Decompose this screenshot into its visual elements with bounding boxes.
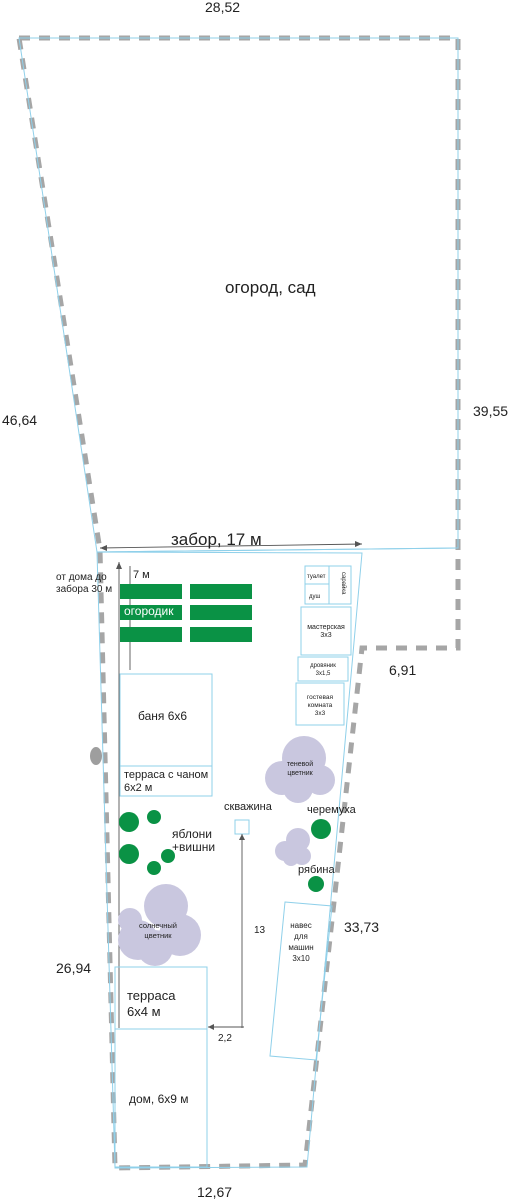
tree <box>147 810 161 824</box>
bath-house-label: баня 6х6 <box>138 709 187 723</box>
bed <box>120 584 182 599</box>
shower-label: душ <box>309 594 321 600</box>
workshop <box>300 606 352 656</box>
lower-plot-line <box>96 551 363 1169</box>
length-left-upper: 46,64 <box>2 412 37 428</box>
shade-flowerbed <box>265 736 335 803</box>
boundary-marker <box>90 747 102 765</box>
woodshed <box>297 656 349 682</box>
house <box>114 1028 208 1168</box>
tree <box>119 812 139 832</box>
bird-cherry-tree <box>311 819 331 839</box>
upper-zone-label: огород, сад <box>225 278 316 297</box>
sun-flowerbed <box>118 884 201 966</box>
house-dim-arrow-top <box>116 562 122 569</box>
fence-label: забор, 17 м <box>171 530 262 549</box>
fence-arrow-left <box>100 545 107 551</box>
tree <box>161 849 175 863</box>
well-arrow <box>239 834 245 840</box>
tree <box>147 861 161 875</box>
well <box>234 819 250 835</box>
apple-cherry-trees <box>119 810 175 875</box>
house-label: дом, 6х9 м <box>129 1092 189 1106</box>
well-distance-vertical: 13 <box>254 925 266 936</box>
apple-cherry-label: яблони+вишни <box>172 827 215 854</box>
fence-dimension-line <box>99 543 363 549</box>
bed <box>190 627 252 642</box>
small-flowerbed <box>275 828 311 866</box>
vegetable-beds <box>120 584 252 642</box>
beds-width-label: 7 м <box>133 569 150 581</box>
well-label: скважина <box>224 801 273 813</box>
shed-label: сарайка <box>340 572 347 595</box>
bed <box>120 605 182 620</box>
fence-arrow-right <box>355 541 362 547</box>
carport <box>269 901 333 1061</box>
well-distance-horizontal: 2,2 <box>218 1033 232 1044</box>
toilet-label: туалет <box>307 574 326 580</box>
length-right-step: 6,91 <box>389 662 416 678</box>
well-arrow-h <box>208 1024 214 1030</box>
length-top: 28,52 <box>205 0 240 15</box>
length-bottom: 12,67 <box>197 1184 232 1200</box>
guest-room <box>295 682 345 726</box>
length-right-upper: 39,55 <box>473 403 508 419</box>
rowan-tree <box>308 876 324 892</box>
bed <box>120 627 182 642</box>
shed <box>328 565 352 605</box>
bed <box>190 584 252 599</box>
fence-line <box>96 547 459 553</box>
beds-label: огородик <box>124 604 174 618</box>
rowan-label: рябина <box>298 864 335 876</box>
plot-boundary-dashed <box>16 35 461 1171</box>
tree <box>119 844 139 864</box>
bath-terrace <box>119 765 213 797</box>
length-right-lower: 33,73 <box>344 919 379 935</box>
bird-cherry-label: черемуха <box>307 804 357 816</box>
length-left-lower: 26,94 <box>56 960 91 976</box>
bed <box>190 605 252 620</box>
